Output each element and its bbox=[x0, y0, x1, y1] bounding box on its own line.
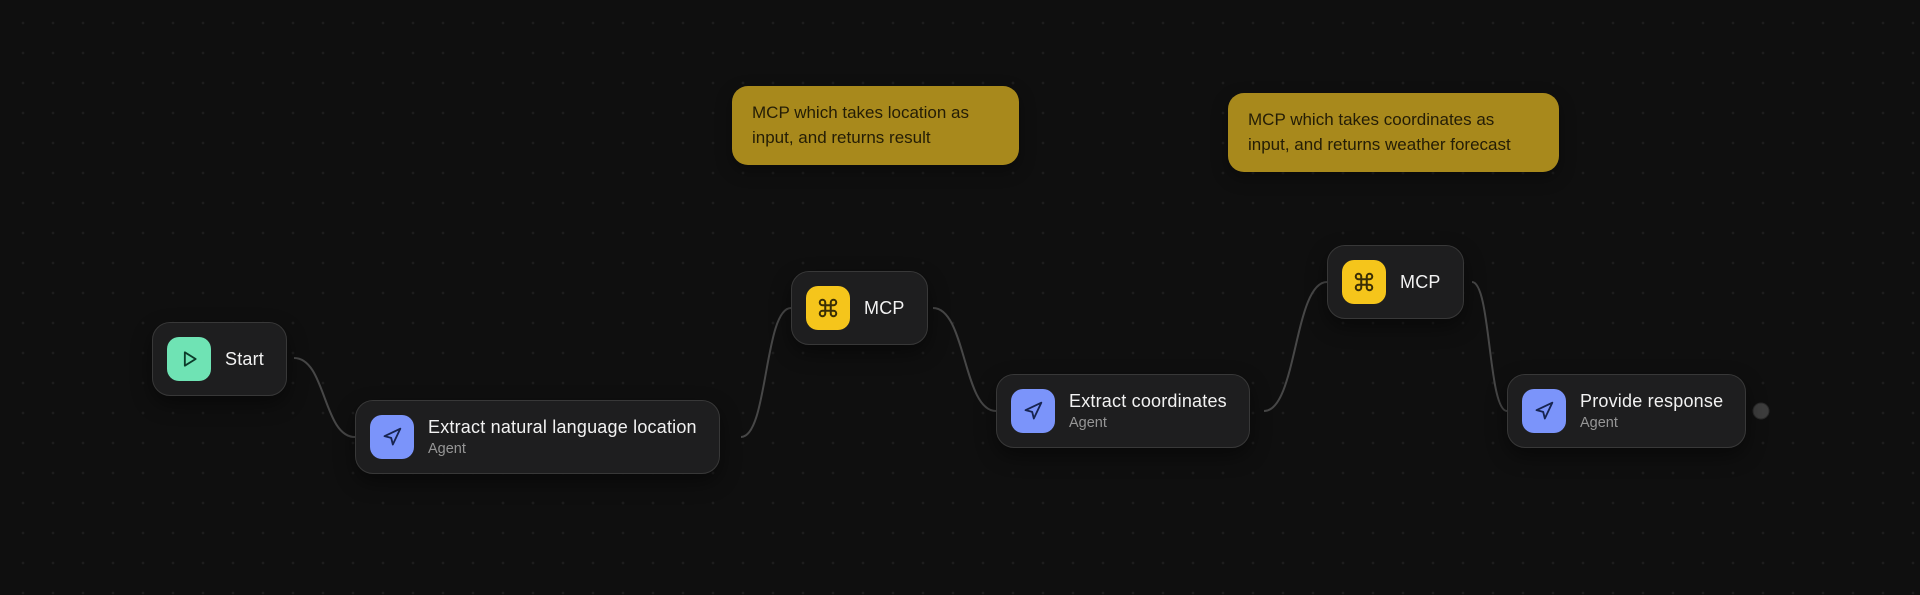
node-label: Provide response bbox=[1580, 391, 1724, 411]
node-subtitle: Agent bbox=[1580, 415, 1618, 431]
annotation-note-coordinates[interactable]: MCP which takes coordinates as input, an… bbox=[1228, 93, 1559, 173]
node-label: MCP bbox=[1400, 271, 1441, 292]
edge-extract-location-to-mcp1 bbox=[740, 307, 792, 438]
cursor-icon bbox=[1522, 389, 1566, 433]
node-mcp-1[interactable]: MCP bbox=[791, 271, 928, 345]
node-mcp-2[interactable]: MCP bbox=[1327, 245, 1464, 319]
cursor-icon bbox=[370, 415, 414, 459]
edge-start-to-extract-location bbox=[293, 357, 356, 438]
edge-extract-coordinates-to-mcp2 bbox=[1263, 281, 1328, 412]
output-port[interactable] bbox=[1752, 402, 1770, 420]
node-label: Extract coordinates bbox=[1069, 391, 1227, 411]
edge-mcp1-to-extract-coordinates bbox=[932, 307, 997, 412]
node-label: MCP bbox=[864, 297, 905, 318]
edge-mcp2-to-provide-response bbox=[1471, 281, 1508, 412]
node-provide-response[interactable]: Provide response Agent bbox=[1507, 374, 1747, 448]
annotation-note-location[interactable]: MCP which takes location as input, and r… bbox=[732, 86, 1019, 166]
node-extract-natural-language-location[interactable]: Extract natural language location Agent bbox=[355, 400, 720, 474]
node-extract-coordinates[interactable]: Extract coordinates Agent bbox=[996, 374, 1250, 448]
node-label: Start bbox=[225, 348, 265, 369]
command-icon bbox=[1342, 260, 1386, 304]
note-text: MCP which takes coordinates as input, an… bbox=[1248, 110, 1511, 154]
cursor-icon bbox=[1011, 389, 1055, 433]
node-start[interactable]: Start bbox=[152, 322, 288, 396]
note-text: MCP which takes location as input, and r… bbox=[752, 103, 970, 147]
command-icon bbox=[806, 286, 850, 330]
node-subtitle: Agent bbox=[428, 441, 466, 457]
play-icon bbox=[167, 337, 211, 381]
node-subtitle: Agent bbox=[1069, 415, 1107, 431]
node-label: Extract natural language location bbox=[428, 417, 697, 437]
